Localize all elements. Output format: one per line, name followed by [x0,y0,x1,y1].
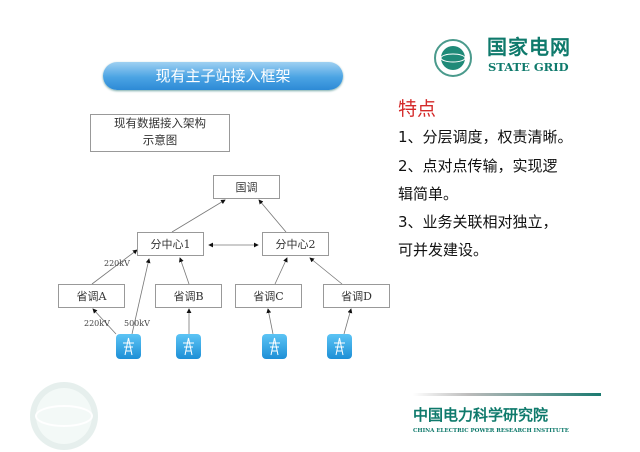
node-province-b: 省调B [155,284,222,308]
arrow-tower1-provA [92,308,117,335]
node-province-a: 省调A [58,284,125,308]
label-220kv-upper: 220kV [104,259,130,268]
feature-item: 3、业务关联相对独立， [398,213,558,231]
power-tower-icon [262,334,287,359]
slide-title: 现有主子站接入框架 [103,62,343,90]
arrow-provA-sub1 [91,249,138,285]
divider-line [413,393,601,396]
node-province-c: 省调C [235,284,302,308]
diagram-caption: 现有数据接入架构示意图 [90,114,230,152]
caption-line1: 现有数据接入架构 [114,116,206,130]
feature-item: 可并发建设。 [398,241,489,259]
node-sub-center-1: 分中心1 [137,232,204,256]
feature-item: 2、点对点传输，实现逻 [398,157,558,175]
features-title: 特点 [398,98,437,120]
feature-item: 1、分层调度，权责清晰。 [398,128,573,146]
power-tower-icon [327,334,352,359]
arrow-provD-sub2 [309,257,343,285]
state-grid-globe-logo [434,39,472,77]
arrow-tower4-provD [343,308,353,335]
arrow-provB-sub1 [179,257,190,285]
caption-line2: 示意图 [142,133,178,147]
arrow-sub2-national [258,199,287,233]
feature-item: 辑简单。 [398,185,459,203]
state-grid-logo-en: STATE GRID [488,60,569,74]
node-province-d: 省调D [323,284,390,308]
power-tower-icon [176,334,201,359]
label-500kv: 500kV [124,319,150,328]
arrow-tower1-sub1 [131,258,151,335]
power-tower-icon [116,334,141,359]
arrow-provC-sub2 [274,257,288,285]
arrow-sub1-national [171,199,226,233]
cepri-logo-cn: 中国电力科学研究院 [413,406,549,424]
state-grid-logo-cn: 国家电网 [487,35,571,59]
label-220kv-lower: 220kV [84,319,110,328]
node-national: 国调 [213,175,280,199]
cepri-logo-en: CHINA ELECTRIC POWER RESEARCH INSTITUTE [413,428,569,434]
node-sub-center-2: 分中心2 [262,232,329,256]
arrow-tower3-provC [266,308,274,335]
watermark-logo [30,382,98,450]
